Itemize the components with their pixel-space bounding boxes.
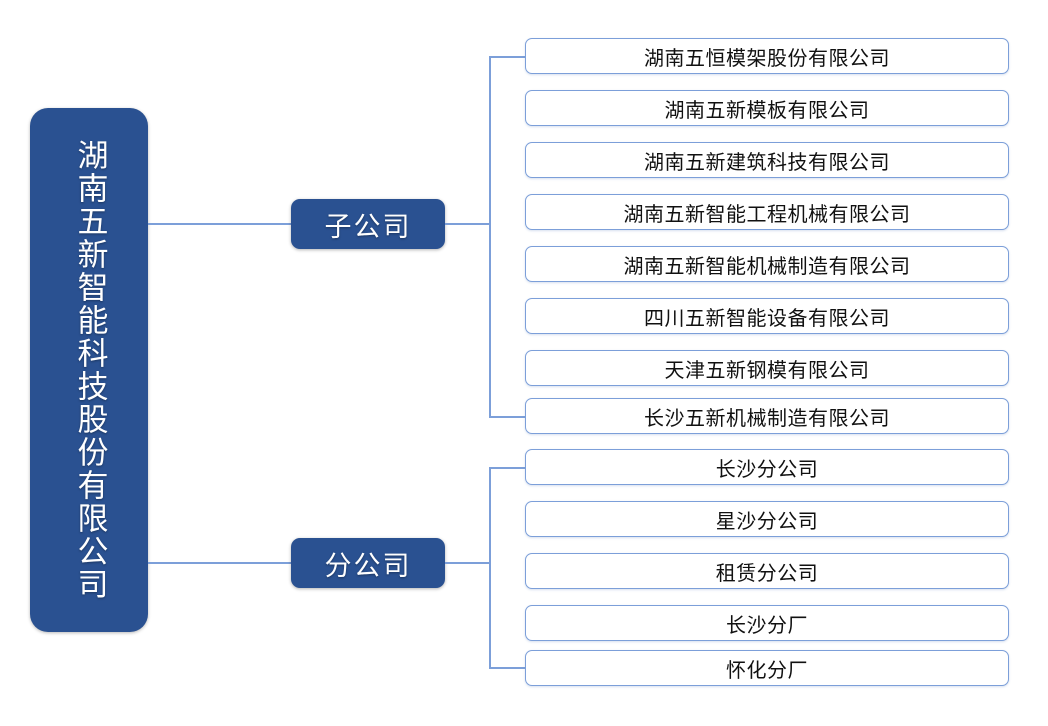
leaf-subsidiary-6[interactable]: 四川五新智能设备有限公司 [525, 298, 1009, 334]
leaf-label: 湖南五新智能工程机械有限公司 [623, 201, 911, 226]
connector-root-to-subsidiaries [148, 223, 291, 225]
leaf-label: 天津五新钢模有限公司 [664, 357, 870, 382]
root-node-label: 湖南五新智能科技股份有限公司 [71, 139, 108, 601]
leaf-label: 湖南五新建筑科技有限公司 [644, 149, 890, 174]
leaf-subsidiary-4[interactable]: 湖南五新智能工程机械有限公司 [525, 194, 1009, 230]
connector-root-to-branches [148, 562, 291, 564]
connector-branch-first [489, 467, 526, 469]
leaf-branch-5[interactable]: 怀化分厂 [525, 650, 1009, 686]
leaf-label: 怀化分厂 [726, 657, 808, 682]
leaf-branch-1[interactable]: 长沙分公司 [525, 449, 1009, 485]
category-node-subsidiaries[interactable]: 子公司 [291, 199, 445, 249]
leaf-label: 湖南五新模板有限公司 [664, 97, 870, 122]
leaf-branch-3[interactable]: 租赁分公司 [525, 553, 1009, 589]
category-label-subsidiaries: 子公司 [324, 211, 412, 243]
category-label-branches: 分公司 [324, 550, 412, 582]
leaf-label: 湖南五新智能机械制造有限公司 [623, 253, 911, 278]
leaf-label: 湖南五恒模架股份有限公司 [644, 45, 890, 70]
leaf-label: 长沙分公司 [715, 456, 819, 481]
connector-subsidiaries-trunk [489, 56, 491, 417]
leaf-label: 星沙分公司 [715, 508, 819, 533]
connector-subsidiary-first [489, 56, 526, 58]
leaf-subsidiary-7[interactable]: 天津五新钢模有限公司 [525, 350, 1009, 386]
leaf-subsidiary-5[interactable]: 湖南五新智能机械制造有限公司 [525, 246, 1009, 282]
leaf-label: 四川五新智能设备有限公司 [644, 305, 890, 330]
connector-branch-last [489, 667, 526, 669]
connector-subsidiaries-stub [445, 223, 490, 225]
leaf-branch-2[interactable]: 星沙分公司 [525, 501, 1009, 537]
leaf-subsidiary-3[interactable]: 湖南五新建筑科技有限公司 [525, 142, 1009, 178]
category-node-branches[interactable]: 分公司 [291, 538, 445, 588]
leaf-subsidiary-8[interactable]: 长沙五新机械制造有限公司 [525, 398, 1009, 434]
root-node[interactable]: 湖南五新智能科技股份有限公司 [30, 108, 148, 632]
connector-branches-trunk [489, 467, 491, 668]
leaf-label: 长沙分厂 [726, 612, 808, 637]
leaf-subsidiary-2[interactable]: 湖南五新模板有限公司 [525, 90, 1009, 126]
leaf-label: 租赁分公司 [715, 560, 819, 585]
connector-subsidiary-last [489, 416, 526, 418]
leaf-subsidiary-1[interactable]: 湖南五恒模架股份有限公司 [525, 38, 1009, 74]
leaf-label: 长沙五新机械制造有限公司 [644, 405, 890, 430]
leaf-branch-4[interactable]: 长沙分厂 [525, 605, 1009, 641]
connector-branches-stub [445, 562, 490, 564]
